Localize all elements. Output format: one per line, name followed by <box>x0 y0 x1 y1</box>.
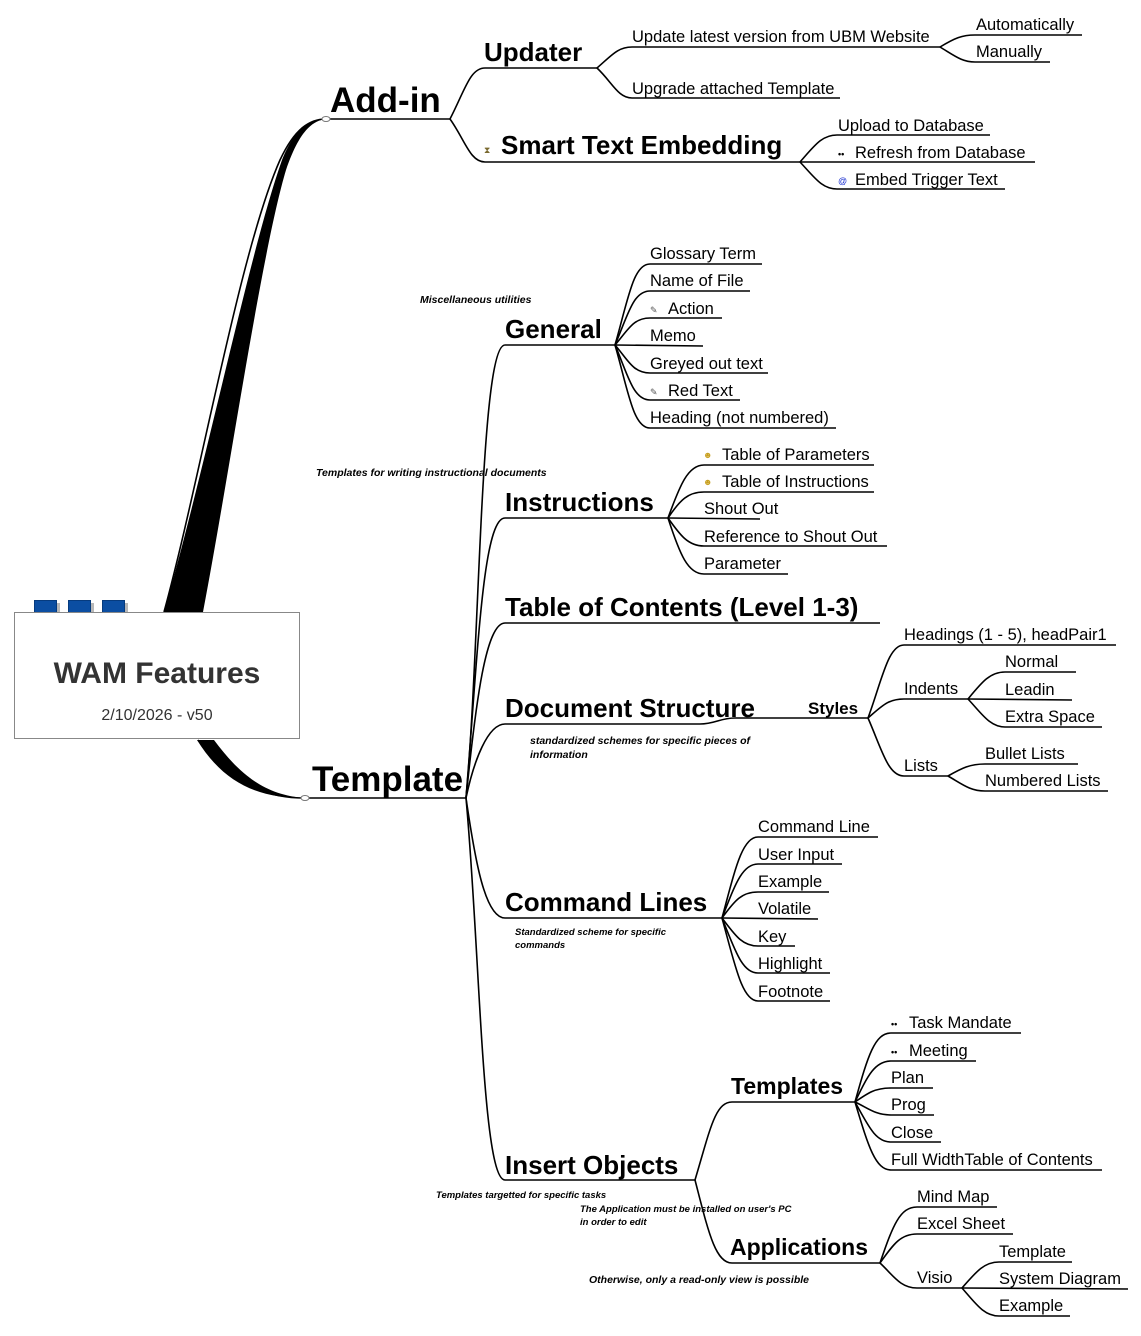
topic-refresh-from-database[interactable]: Refresh from Database <box>855 144 1026 162</box>
topic-close[interactable]: Close <box>891 1124 934 1142</box>
topic-document-structure[interactable]: Document Structure <box>505 693 755 723</box>
topic-visio-example[interactable]: Example <box>999 1297 1064 1315</box>
topic-action[interactable]: Action <box>668 300 714 318</box>
pen-icon: ✎ <box>650 387 658 397</box>
topic-insert-objects[interactable]: Insert Objects <box>505 1150 679 1180</box>
topic-table-of-contents[interactable]: Table of Contents (Level 1-3) <box>505 592 859 622</box>
central-topic[interactable]: WAM Features 2/10/2026 - v50 <box>14 612 300 739</box>
topic-excel-sheet[interactable]: Excel Sheet <box>917 1215 1006 1233</box>
note-insert-objects: Templates targetted for specific tasks <box>436 1190 607 1201</box>
note-command-lines: Standardized scheme for specific command… <box>515 927 666 951</box>
topic-parameter[interactable]: Parameter <box>704 555 782 573</box>
topic-indents[interactable]: Indents <box>904 680 959 698</box>
topic-table-of-instructions[interactable]: Table of Instructions <box>722 473 869 491</box>
topic-applications[interactable]: Applications <box>730 1234 869 1260</box>
double-dot-icon: •• <box>891 1047 898 1057</box>
topic-footnote[interactable]: Footnote <box>758 983 824 1001</box>
smiley-icon: ☻ <box>703 477 713 487</box>
double-dot-icon: •• <box>891 1019 898 1029</box>
topic-greyed-out-text[interactable]: Greyed out text <box>650 355 763 373</box>
connector-central-addin <box>163 118 450 613</box>
topic-plan[interactable]: Plan <box>891 1069 925 1087</box>
topic-key[interactable]: Key <box>758 928 787 946</box>
central-topic-title: WAM Features <box>53 657 261 690</box>
topic-instructions[interactable]: Instructions <box>505 487 654 517</box>
topic-visio-template[interactable]: Template <box>999 1243 1066 1261</box>
note-general: Miscellaneous utilities <box>420 294 532 306</box>
topic-styles[interactable]: Styles <box>808 699 859 718</box>
topic-numbered-lists[interactable]: Numbered Lists <box>985 772 1101 790</box>
topic-name-of-file[interactable]: Name of File <box>650 272 744 290</box>
topic-update-latest-version[interactable]: Update latest version from UBM Website <box>632 28 930 46</box>
topic-templates[interactable]: Templates <box>731 1073 844 1099</box>
note-document-structure: standardized schemes for specific pieces… <box>530 735 750 762</box>
topic-headings[interactable]: Headings (1 - 5), headPair1 <box>904 626 1107 644</box>
topic-updater[interactable]: Updater <box>484 37 583 67</box>
topic-heading-not-numbered[interactable]: Heading (not numbered) <box>650 409 829 427</box>
connector-handle-addin <box>321 116 331 122</box>
topic-meeting[interactable]: Meeting <box>909 1042 968 1060</box>
topic-add-in[interactable]: Add-in <box>330 81 441 120</box>
at-sign-icon: @ <box>838 176 848 186</box>
topic-leadin[interactable]: Leadin <box>1005 681 1055 699</box>
topic-full-width-toc[interactable]: Full WidthTable of Contents <box>891 1151 1093 1169</box>
topic-manually[interactable]: Manually <box>976 43 1043 61</box>
connector-taper-addin <box>164 119 326 612</box>
topic-glossary-term[interactable]: Glossary Term <box>650 245 757 263</box>
topic-prog[interactable]: Prog <box>891 1096 926 1114</box>
topic-general[interactable]: General <box>505 314 602 344</box>
topic-shout-out[interactable]: Shout Out <box>704 500 779 518</box>
topic-example[interactable]: Example <box>758 873 823 891</box>
note-applications-install: The Application must be installed on use… <box>580 1204 792 1228</box>
topic-embed-trigger-text[interactable]: Embed Trigger Text <box>855 171 998 189</box>
topic-volatile[interactable]: Volatile <box>758 900 812 918</box>
topic-command-lines[interactable]: Command Lines <box>505 887 708 917</box>
topic-task-mandate[interactable]: Task Mandate <box>909 1014 1012 1032</box>
topic-template[interactable]: Template <box>312 760 464 799</box>
topic-mind-map[interactable]: Mind Map <box>917 1188 990 1206</box>
topic-system-diagram[interactable]: System Diagram <box>999 1270 1121 1288</box>
hourglass-icon: ⧗ <box>484 145 491 155</box>
topic-extra-space[interactable]: Extra Space <box>1005 708 1095 726</box>
topic-normal[interactable]: Normal <box>1005 653 1059 671</box>
topic-command-line[interactable]: Command Line <box>758 818 870 836</box>
connector-handle-template <box>300 795 310 801</box>
topic-lists[interactable]: Lists <box>904 757 938 775</box>
topic-visio[interactable]: Visio <box>917 1269 953 1287</box>
note-instructions: Templates for writing instructional docu… <box>316 467 547 479</box>
topic-upload-to-database[interactable]: Upload to Database <box>838 117 984 135</box>
topic-bullet-lists[interactable]: Bullet Lists <box>985 745 1065 763</box>
topic-table-of-parameters[interactable]: Table of Parameters <box>722 446 870 464</box>
pen-icon: ✎ <box>650 305 658 315</box>
topic-automatically[interactable]: Automatically <box>976 16 1075 34</box>
central-topic-subtitle: 2/10/2026 - v50 <box>101 707 213 724</box>
note-applications-readonly: Otherwise, only a read-only view is poss… <box>589 1274 809 1286</box>
topic-memo[interactable]: Memo <box>650 327 696 345</box>
topic-user-input[interactable]: User Input <box>758 846 835 864</box>
connector-taper-template <box>197 740 305 798</box>
topic-upgrade-attached-template[interactable]: Upgrade attached Template <box>632 80 835 98</box>
topic-red-text[interactable]: Red Text <box>668 382 733 400</box>
double-dot-icon: •• <box>838 149 845 159</box>
topic-smart-text-embedding[interactable]: Smart Text Embedding <box>501 130 783 160</box>
topic-reference-to-shout-out[interactable]: Reference to Shout Out <box>704 528 878 546</box>
topic-highlight[interactable]: Highlight <box>758 955 823 973</box>
smiley-icon: ☻ <box>703 450 713 460</box>
